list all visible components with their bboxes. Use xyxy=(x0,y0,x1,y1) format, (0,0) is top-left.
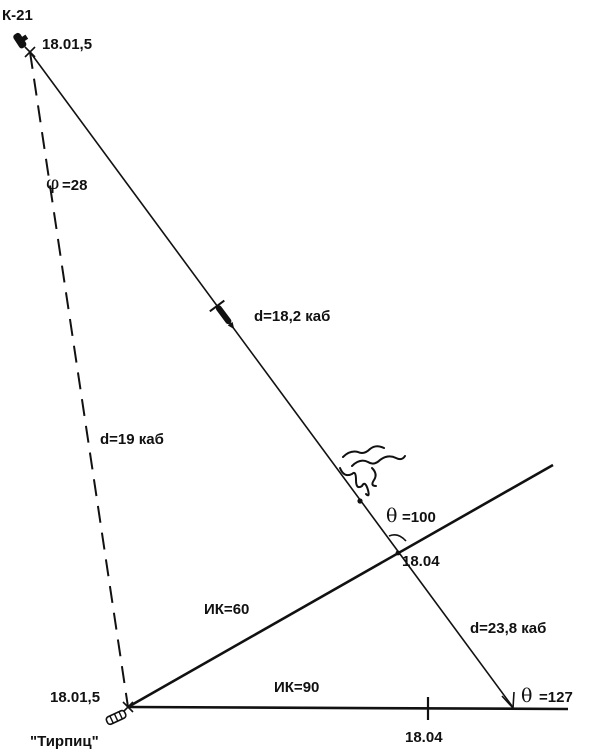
explosion-splash-icon xyxy=(339,445,406,497)
phi-value: =28 xyxy=(62,177,87,194)
phi-symbol: φ xyxy=(46,172,59,194)
course-90-label: ИК=90 xyxy=(274,679,319,696)
course-60-line xyxy=(127,463,554,709)
theta-100-value: =100 xyxy=(402,509,436,526)
target-ship-label: "Тирпиц" xyxy=(30,733,99,750)
final-distance-label: d=23,8 каб xyxy=(470,620,546,637)
torpedo-icon xyxy=(209,299,235,330)
torpedo-track-line xyxy=(29,51,513,707)
torpedo-distance-label: d=18,2 каб xyxy=(254,308,330,325)
impact-point xyxy=(357,498,363,504)
theta-127-value: =127 xyxy=(539,689,573,706)
intersection-point xyxy=(395,550,401,556)
initial-distance-label: d=19 каб xyxy=(100,431,164,448)
intersection-time-label: 18.04 xyxy=(402,553,440,570)
submarine-label: К-21 xyxy=(2,7,33,24)
theta-100-symbol: θ xyxy=(386,505,397,527)
target-ship-icon xyxy=(105,709,127,726)
target-position-marker xyxy=(122,701,134,713)
target-time-label: 18.01,5 xyxy=(50,689,100,706)
submarine-time-label: 18.01,5 xyxy=(42,36,92,53)
angle-arc-theta-100 xyxy=(388,534,407,542)
submarine-icon xyxy=(13,32,29,49)
theta-127-symbol: θ xyxy=(521,685,532,707)
initial-bearing-line xyxy=(29,51,129,708)
course-90-line xyxy=(127,705,569,711)
course-90-time-label: 18.04 xyxy=(405,729,443,746)
submarine-position-marker xyxy=(24,46,36,58)
course-60-label: ИК=60 xyxy=(204,601,249,618)
